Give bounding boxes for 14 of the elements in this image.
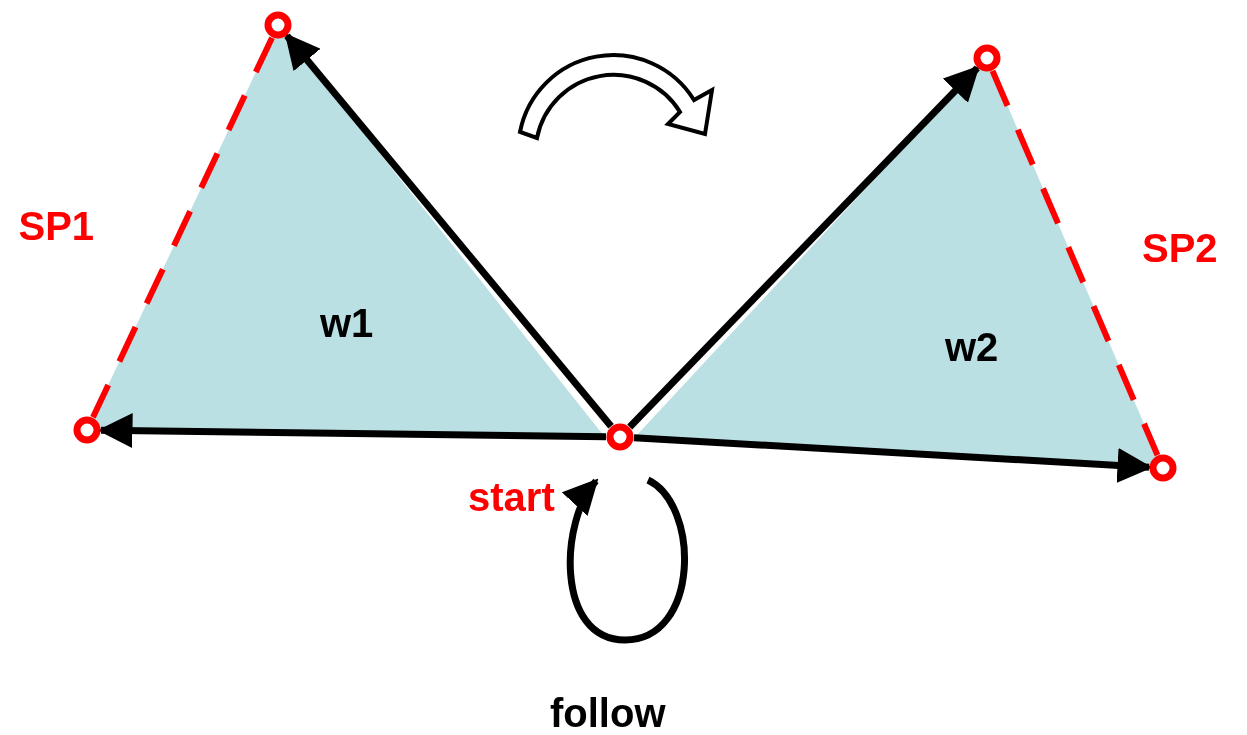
- arrow: [284, 33, 614, 429]
- arrow: [563, 477, 688, 644]
- arrow: [633, 434, 1153, 483]
- region-label: w1: [320, 303, 374, 343]
- edge-label: follow: [550, 693, 666, 733]
- curved-arrow: [518, 53, 714, 140]
- arrow: [97, 413, 607, 449]
- arrow: [627, 65, 980, 430]
- edge-label: SP2: [1142, 228, 1218, 268]
- region-label: w2: [945, 327, 999, 367]
- edge-label: SP1: [18, 205, 95, 246]
- dashed-line: [989, 69, 1161, 457]
- dashed-line: [90, 36, 275, 419]
- node-caption: start: [468, 477, 555, 517]
